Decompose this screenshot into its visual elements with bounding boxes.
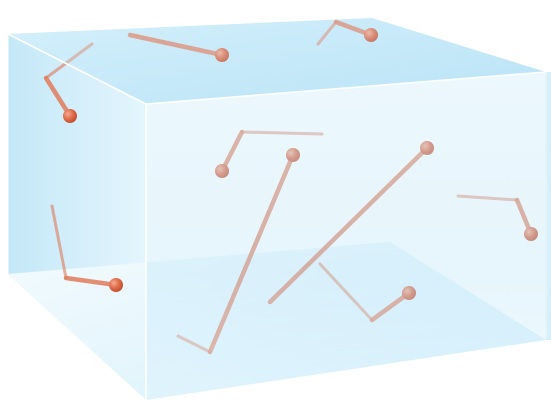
motion-trail-icon xyxy=(63,275,119,288)
box-front-face xyxy=(146,72,546,400)
motion-trail-icon xyxy=(43,75,73,119)
box-right-face xyxy=(546,72,551,340)
motion-trail-icon xyxy=(50,204,68,280)
particle-ball-icon xyxy=(109,278,123,292)
box-edges xyxy=(7,33,547,400)
particle-ball-icon xyxy=(63,109,77,123)
